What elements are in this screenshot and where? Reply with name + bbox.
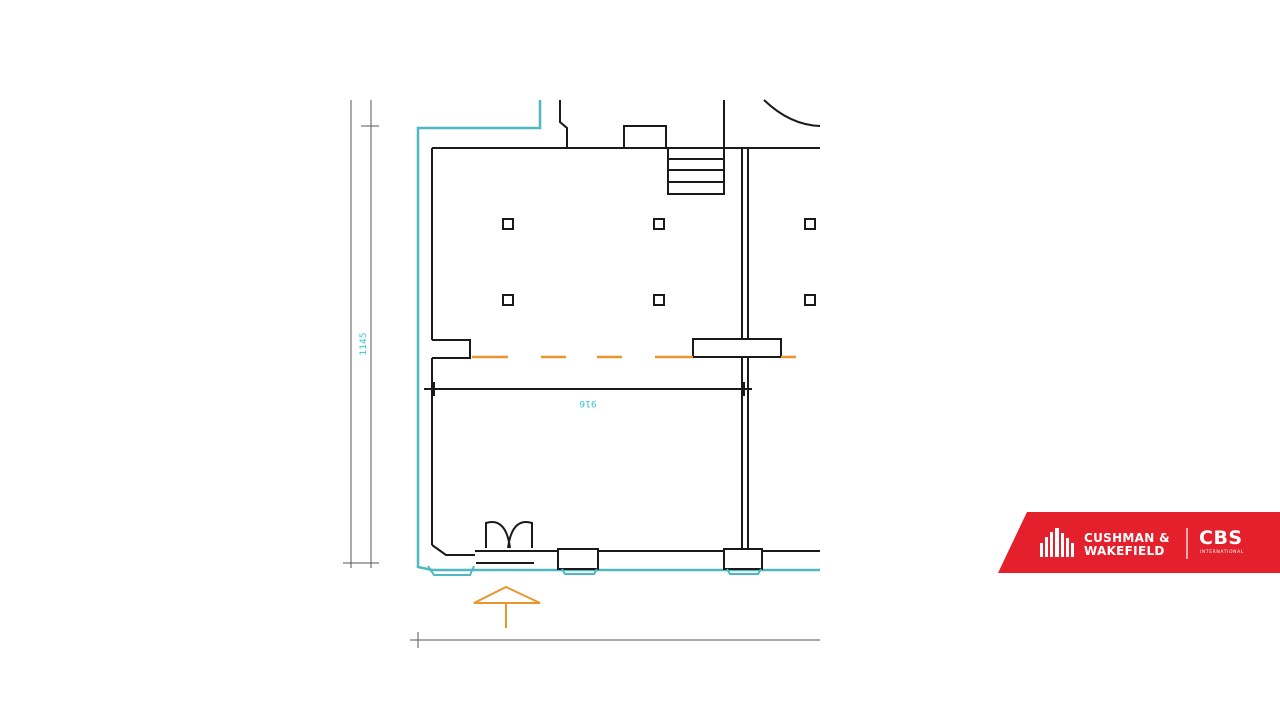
front-niches bbox=[557, 548, 763, 570]
company-name-line1: CUSHMAN & bbox=[1084, 531, 1170, 545]
partition-beam bbox=[692, 338, 782, 358]
horizontal-dimension bbox=[424, 382, 752, 396]
columns bbox=[502, 218, 816, 306]
partner-subtitle: INTERNATIONAL bbox=[1200, 550, 1244, 555]
vertical-dimension-label: 1145 bbox=[359, 333, 369, 356]
front-niche-trim bbox=[427, 565, 762, 576]
horizontal-dimension-label: 916 bbox=[579, 398, 596, 408]
banner-background bbox=[998, 512, 1280, 573]
brand-banner: CUSHMAN & WAKEFIELD CBS INTERNATIONAL bbox=[998, 512, 1280, 573]
outer-wall bbox=[416, 100, 820, 572]
room-walls bbox=[431, 99, 821, 556]
vertical-dimension bbox=[343, 100, 379, 568]
partner-name: CBS bbox=[1199, 527, 1243, 549]
entrance-door bbox=[476, 521, 534, 564]
entrance-arrow-icon bbox=[473, 585, 541, 628]
bottom-dimension bbox=[410, 632, 820, 648]
stairs bbox=[667, 147, 725, 195]
building-logo-icon bbox=[1040, 528, 1074, 557]
company-name-line2: WAKEFIELD bbox=[1084, 544, 1165, 558]
